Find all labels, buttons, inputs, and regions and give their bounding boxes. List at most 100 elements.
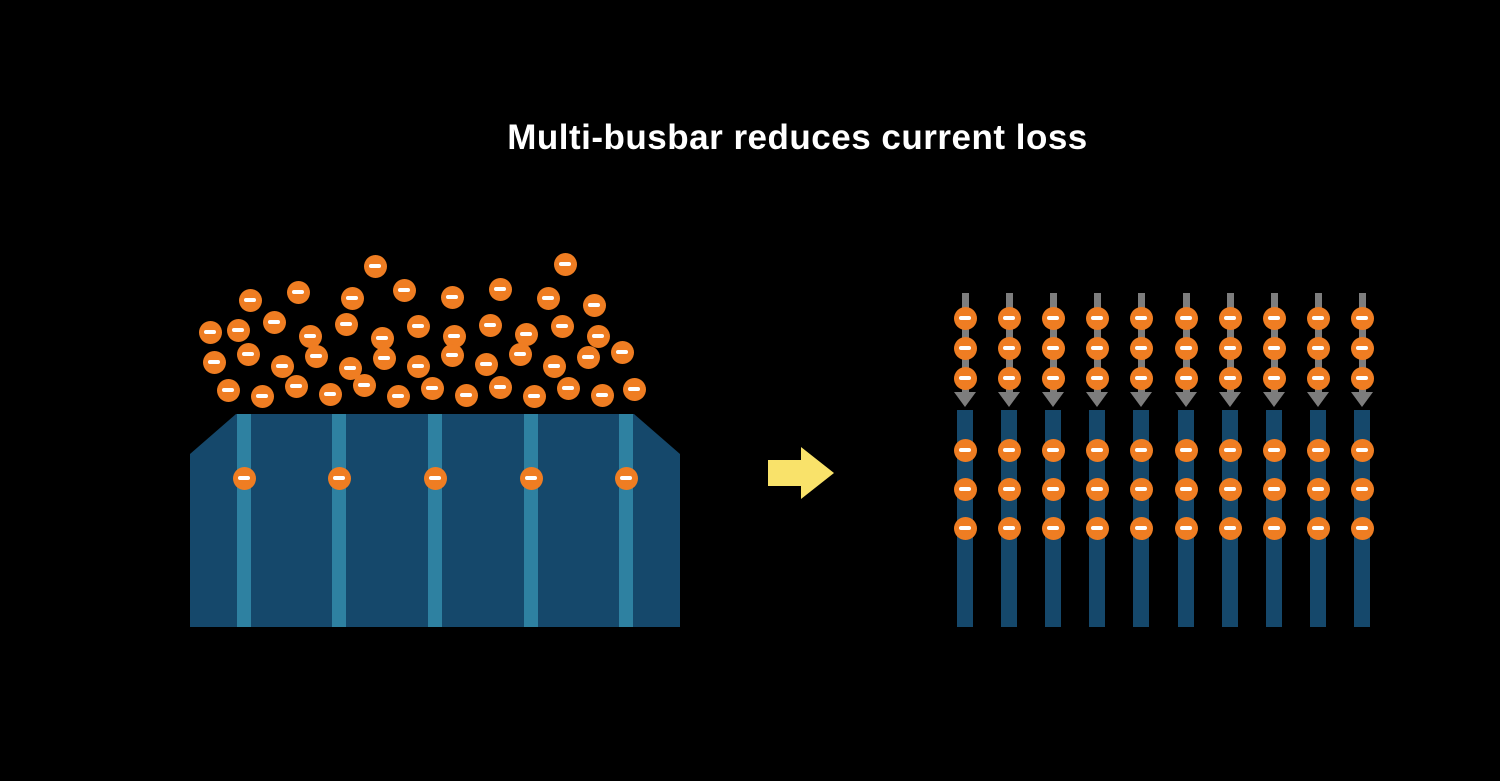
free-electron-icon [488,277,512,301]
flow-electron-icon [1041,336,1065,360]
collected-electron-icon [1262,516,1286,540]
minus-sign [398,288,410,292]
minus-sign [1135,526,1147,530]
free-electron-icon [610,340,634,364]
minus-sign [446,295,458,299]
down-arrow-head [1042,392,1064,407]
collected-electron-icon [1350,516,1374,540]
free-electron-icon [370,326,394,350]
minus-sign [446,353,458,357]
collected-electron-icon [997,516,1021,540]
minus-sign [616,350,628,354]
minus-sign [378,356,390,360]
minus-sign [204,330,216,334]
minus-sign [1268,316,1280,320]
minus-sign [1268,526,1280,530]
flow-electron-icon [1306,306,1330,330]
free-electron-icon [262,310,286,334]
flow-electron-icon [997,366,1021,390]
minus-sign [1180,487,1192,491]
down-arrow-head [1130,392,1152,407]
free-electron-icon [372,346,396,370]
minus-sign [1356,448,1368,452]
flow-electron-icon [953,336,977,360]
minus-sign [959,376,971,380]
minus-sign [324,392,336,396]
flow-electron-icon [1041,306,1065,330]
minus-sign [304,334,316,338]
minus-sign [1224,316,1236,320]
flow-electron-icon [1085,306,1109,330]
flow-electron-icon [1350,336,1374,360]
free-electron-icon [338,356,362,380]
minus-sign [376,336,388,340]
minus-sign [208,360,220,364]
busbar-electron-icon [327,466,351,490]
minus-sign [494,385,506,389]
free-electron-icon [318,382,342,406]
minus-sign [959,526,971,530]
collected-electron-icon [1129,438,1153,462]
collected-electron-icon [1174,516,1198,540]
free-electron-icon [550,314,574,338]
free-electron-icon [522,384,546,408]
minus-sign [290,384,302,388]
free-electron-icon [406,314,430,338]
flow-electron-icon [1262,336,1286,360]
collected-electron-icon [953,516,977,540]
minus-sign [1312,376,1324,380]
flow-electron-icon [1174,306,1198,330]
minus-sign [556,324,568,328]
free-electron-icon [286,280,310,304]
collected-electron-icon [1218,516,1242,540]
free-electron-icon [238,288,262,312]
minus-sign [1003,487,1015,491]
minus-sign [460,393,472,397]
minus-sign [426,386,438,390]
minus-sign [592,334,604,338]
minus-sign [1224,526,1236,530]
minus-sign [1268,448,1280,452]
collected-electron-icon [1174,438,1198,462]
collected-electron-icon [1085,516,1109,540]
free-electron-icon [478,313,502,337]
minus-sign [1047,316,1059,320]
busbar-electron-icon [232,466,256,490]
collected-electron-icon [1041,438,1065,462]
minus-sign [268,320,280,324]
minus-sign [484,323,496,327]
minus-sign [1312,487,1324,491]
collected-electron-icon [1041,477,1065,501]
collected-electron-icon [1218,477,1242,501]
free-electron-icon [536,286,560,310]
free-electron-icon [420,376,444,400]
busbar-electron-icon [614,466,638,490]
minus-sign [346,296,358,300]
free-electron-icon [514,322,538,346]
collected-electron-icon [997,438,1021,462]
minus-sign [525,476,537,480]
minus-sign [1224,346,1236,350]
minus-sign [514,352,526,356]
collected-electron-icon [1085,438,1109,462]
collected-electron-icon [1174,477,1198,501]
minus-sign [1047,448,1059,452]
minus-sign [1047,346,1059,350]
free-electron-icon [340,286,364,310]
flow-electron-icon [1174,366,1198,390]
collected-electron-icon [1262,477,1286,501]
free-electron-icon [392,278,416,302]
free-electron-icon [216,378,240,402]
free-electron-icon [586,324,610,348]
minus-sign [1135,448,1147,452]
minus-sign [242,352,254,356]
collected-electron-icon [1129,516,1153,540]
free-electron-icon [576,345,600,369]
minus-sign [528,394,540,398]
down-arrow-head [1351,392,1373,407]
collected-electron-icon [997,477,1021,501]
